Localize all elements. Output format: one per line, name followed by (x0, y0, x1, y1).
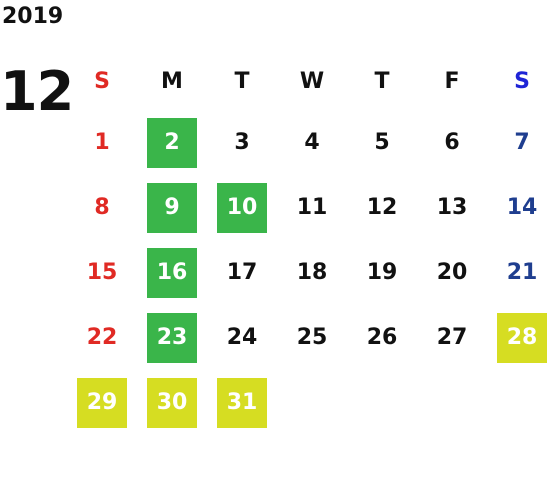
day-number: 15 (86, 260, 118, 285)
day-number: 12 (366, 195, 398, 220)
day-cell[interactable]: 30 (137, 370, 207, 435)
weekday-wednesday: W (299, 68, 325, 94)
day-number: 10 (217, 182, 267, 233)
empty-day-cell (417, 370, 487, 435)
weekday-header-row: S M T W T F S (67, 52, 548, 110)
day-number: 4 (304, 130, 320, 155)
week-row-2: 8 9 10 11 12 13 14 (67, 175, 548, 240)
day-cell[interactable]: 29 (67, 370, 137, 435)
day-number: 25 (296, 325, 328, 350)
day-cell[interactable]: 5 (347, 110, 417, 175)
weekday-friday: F (444, 68, 460, 94)
day-number: 5 (374, 130, 390, 155)
day-number: 8 (94, 195, 110, 220)
day-cell[interactable]: 13 (417, 175, 487, 240)
day-number: 11 (296, 195, 328, 220)
week-row-3: 15 16 17 18 19 20 21 (67, 240, 548, 305)
day-cell[interactable]: 9 (137, 175, 207, 240)
day-number: 7 (514, 130, 530, 155)
weekday-monday: M (161, 68, 183, 94)
day-number: 24 (226, 325, 258, 350)
day-number: 2 (147, 117, 197, 168)
day-number: 23 (147, 312, 197, 363)
calendar-year: 2019 (2, 4, 64, 29)
day-cell[interactable]: 6 (417, 110, 487, 175)
day-cell[interactable]: 1 (67, 110, 137, 175)
week-row-1: 1 2 3 4 5 6 7 (67, 110, 548, 175)
empty-day-cell (347, 370, 417, 435)
day-number: 19 (366, 260, 398, 285)
day-cell[interactable]: 25 (277, 305, 347, 370)
day-number: 30 (147, 377, 197, 428)
day-number: 9 (147, 182, 197, 233)
day-cell[interactable]: 4 (277, 110, 347, 175)
day-number: 1 (94, 130, 110, 155)
day-cell[interactable]: 17 (207, 240, 277, 305)
weekday-tuesday: T (234, 68, 250, 94)
day-cell[interactable]: 12 (347, 175, 417, 240)
day-number: 16 (147, 247, 197, 298)
week-row-5: 29 30 31 (67, 370, 548, 435)
day-cell[interactable]: 28 (487, 305, 548, 370)
day-cell[interactable]: 26 (347, 305, 417, 370)
day-number: 27 (436, 325, 468, 350)
empty-day-cell (277, 370, 347, 435)
day-cell[interactable]: 20 (417, 240, 487, 305)
day-cell[interactable]: 3 (207, 110, 277, 175)
day-cell[interactable]: 31 (207, 370, 277, 435)
weekday-sunday: S (94, 68, 110, 94)
day-number: 22 (86, 325, 118, 350)
day-number: 26 (366, 325, 398, 350)
day-cell[interactable]: 15 (67, 240, 137, 305)
day-cell[interactable]: 21 (487, 240, 548, 305)
day-cell[interactable]: 27 (417, 305, 487, 370)
day-cell[interactable]: 22 (67, 305, 137, 370)
empty-day-cell (487, 370, 548, 435)
weekday-thursday: T (374, 68, 390, 94)
day-number: 31 (217, 377, 267, 428)
day-number: 14 (506, 195, 538, 220)
day-number: 18 (296, 260, 328, 285)
day-number: 3 (234, 130, 250, 155)
day-cell[interactable]: 2 (137, 110, 207, 175)
day-number: 20 (436, 260, 468, 285)
calendar-month: 12 (0, 60, 74, 123)
day-number: 28 (497, 312, 547, 363)
day-cell[interactable]: 8 (67, 175, 137, 240)
day-cell[interactable]: 11 (277, 175, 347, 240)
weekday-saturday: S (514, 68, 530, 94)
day-number: 13 (436, 195, 468, 220)
day-cell[interactable]: 24 (207, 305, 277, 370)
day-cell[interactable]: 19 (347, 240, 417, 305)
day-cell[interactable]: 23 (137, 305, 207, 370)
day-cell[interactable]: 16 (137, 240, 207, 305)
day-cell[interactable]: 10 (207, 175, 277, 240)
day-number: 6 (444, 130, 460, 155)
day-cell[interactable]: 14 (487, 175, 548, 240)
day-number: 17 (226, 260, 258, 285)
day-cell[interactable]: 7 (487, 110, 548, 175)
week-row-4: 22 23 24 25 26 27 28 (67, 305, 548, 370)
day-number: 21 (506, 260, 538, 285)
calendar-grid: S M T W T F S 1 2 3 4 5 6 7 8 9 10 11 12… (67, 52, 548, 435)
day-cell[interactable]: 18 (277, 240, 347, 305)
day-number: 29 (77, 377, 127, 428)
